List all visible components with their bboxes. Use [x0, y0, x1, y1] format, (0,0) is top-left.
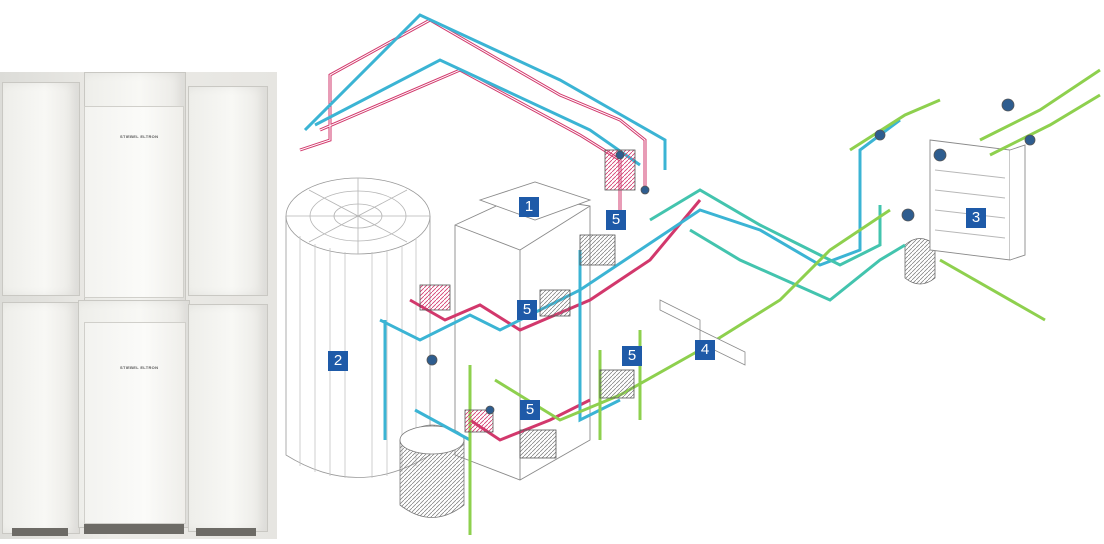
plate-heat-exchanger: [929, 139, 1026, 261]
callout-5-label-top: 5: [606, 210, 626, 230]
callout-4-label: 4: [695, 340, 715, 360]
cool-flow-pipes: [303, 13, 901, 442]
expansion-vessel-bottom: [399, 424, 465, 518]
base-right: [196, 528, 256, 536]
teal-flow-pipes: [649, 188, 906, 302]
cabinet-right-upper: [188, 86, 268, 296]
callout-1-label: 1: [519, 197, 539, 217]
cabinet-left-upper: [2, 82, 80, 296]
piping-diagram: 1 2 3 4 5 5 5 5: [277, 0, 1104, 539]
base-center: [84, 524, 184, 534]
callout-5-label-right: 5: [622, 346, 642, 366]
lower-brand-label: STIEBEL ELTRON: [120, 365, 159, 370]
callout-3-label: 3: [966, 208, 986, 228]
pump-groups: [419, 98, 1036, 459]
callout-5-label-bottom: 5: [520, 400, 540, 420]
storage-tank: [285, 177, 431, 478]
cabinet-right-lower: [188, 304, 268, 532]
upper-brand-label: STIEBEL ELTRON: [120, 134, 159, 139]
piping-svg: [285, 13, 1101, 535]
callout-2-label: 2: [328, 351, 348, 371]
heat-pump-photo: STIEBEL ELTRON STIEBEL ELTRON: [0, 72, 277, 539]
manifold-support: [659, 299, 746, 366]
cabinet-left-lower: [2, 302, 80, 534]
base-left: [12, 528, 68, 536]
heat-pump-upper-front-panel: [84, 106, 184, 298]
callout-5-label-middle: 5: [517, 300, 537, 320]
expansion-vessel-right: [904, 238, 936, 285]
heat-pump-lower-front-panel: [84, 322, 186, 524]
